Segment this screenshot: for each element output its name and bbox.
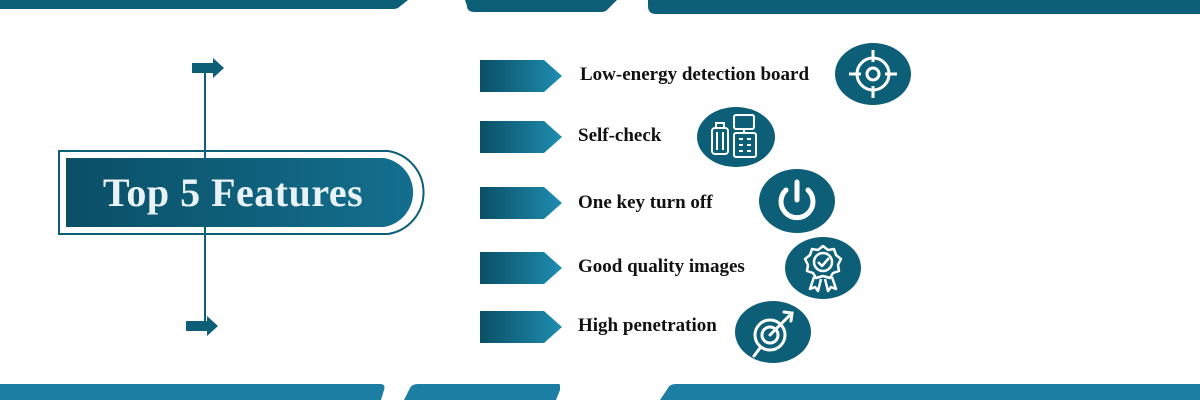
feature-2-label: Self-check: [578, 125, 662, 146]
page-title: Top 5 Features: [102, 169, 364, 215]
quality-badge-icon: [785, 237, 861, 299]
feature-1-label: Low-energy detection board: [580, 64, 810, 85]
top-band-right: [648, 0, 1200, 14]
top-band-left: [0, 0, 408, 9]
feature-3-arrow: [480, 187, 562, 219]
title-block: Top 5 Features: [58, 150, 438, 240]
feature-4-arrow: [480, 252, 562, 284]
top-band-middle: [465, 0, 617, 12]
feature-5-label: High penetration: [578, 315, 717, 336]
feature-3-label: One key turn off: [578, 192, 713, 213]
bottom-band-right: [660, 384, 1200, 400]
target-arrow-icon: [735, 301, 811, 363]
bottom-band-left: [0, 384, 385, 400]
top-arrow-icon: [192, 58, 224, 78]
feature-5-arrow: [480, 311, 562, 343]
feature-4-label: Good quality images: [578, 256, 745, 277]
power-icon: [759, 169, 835, 233]
feature-2-arrow: [480, 121, 562, 153]
title-shape: [58, 150, 425, 235]
bottom-band-middle: [404, 384, 560, 400]
crosshair-target-icon: [835, 43, 911, 105]
feature-1-arrow: [480, 60, 562, 92]
bottom-arrow-icon: [186, 316, 218, 336]
luggage-scanner-icon: [697, 107, 775, 167]
